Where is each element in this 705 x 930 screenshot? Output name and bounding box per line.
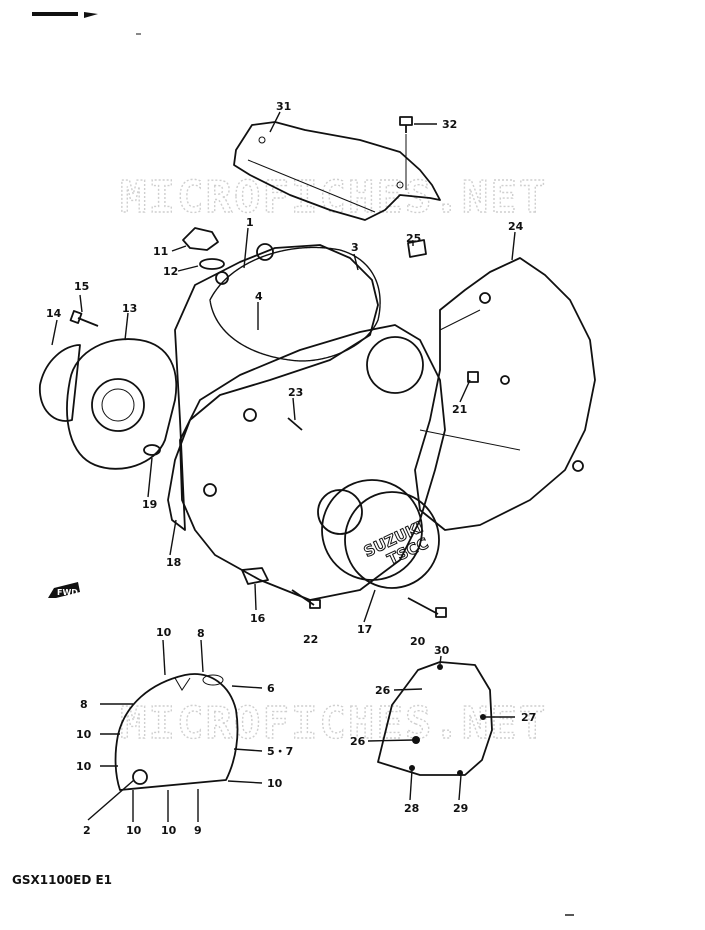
callout-gasket-10-left-a: 10 [76, 728, 92, 741]
part-13-starter-cover [66, 338, 178, 470]
callout-17: 17 [357, 623, 372, 636]
callout-21: 21 [452, 403, 467, 416]
part-22-bolt [291, 589, 321, 609]
part-16-bracket [241, 567, 269, 585]
callout-18: 18 [166, 556, 181, 569]
part-25-dowel [407, 239, 427, 258]
callout-15: 15 [74, 280, 89, 293]
callout-cover-28: 28 [404, 802, 419, 815]
part-31-cover-plate [233, 121, 441, 221]
callout-cover-26-top: 26 [375, 684, 391, 697]
callout-gasket-10-top: 10 [156, 626, 172, 639]
part-2-gasket [114, 673, 239, 791]
callout-cover-27: 27 [521, 711, 536, 724]
model-code-label: GSX1100ED E1 [12, 873, 112, 887]
emblem-plate: SUZUKI TSCC [361, 517, 432, 569]
callout-gasket-10-left-b: 10 [76, 760, 92, 773]
callout-gasket-10-bottom-b: 10 [161, 824, 177, 837]
callout-gasket-10-right: 10 [267, 777, 283, 790]
callout-gasket-8-top: 8 [197, 627, 205, 640]
callout-25: 25 [406, 232, 421, 245]
part-11-filler-cap [182, 227, 219, 251]
callout-gasket-9: 9 [194, 824, 202, 837]
callout-20: 20 [410, 635, 426, 648]
callout-1: 1 [246, 216, 254, 229]
callout-gasket-6: 6 [267, 682, 275, 695]
part-1-crankcase-cover [167, 243, 379, 531]
callout-23: 23 [288, 386, 303, 399]
callout-31: 31 [276, 100, 291, 113]
part-20-bolt [407, 597, 447, 618]
callout-4: 4 [255, 290, 263, 303]
callout-32: 32 [442, 118, 457, 131]
part-21-bolt [467, 371, 479, 383]
callout-cover-29: 29 [453, 802, 468, 815]
callout-gasket-5-7: 5・7 [267, 745, 293, 758]
part-32-bolt [399, 116, 413, 133]
callout-cover-30: 30 [434, 644, 450, 657]
watermark-bottom: MICROFICHES.NET [120, 698, 547, 749]
callout-gasket-2: 2 [83, 824, 91, 837]
part-15-bolt [69, 310, 99, 327]
part-23-bolt [287, 417, 303, 431]
callout-14: 14 [46, 307, 62, 320]
callout-gasket-10-bottom-a: 10 [126, 824, 142, 837]
callout-3: 3 [351, 241, 359, 254]
callouts: 31 32 1 3 11 12 25 24 4 15 13 14 23 21 1… [46, 100, 536, 837]
part-18-generator-cover [179, 324, 446, 601]
corner-marks [32, 12, 574, 916]
callout-11: 11 [153, 245, 168, 258]
callout-gasket-8-left: 8 [80, 698, 88, 711]
forward-arrow-label: FWD [57, 588, 78, 597]
part-14-gasket [39, 344, 81, 422]
callout-22: 22 [303, 633, 318, 646]
callout-12: 12 [163, 265, 178, 278]
callout-19: 19 [142, 498, 157, 511]
forward-arrow-icon: FWD [48, 582, 80, 598]
part-19-dowel [143, 444, 161, 456]
callout-cover-26-mid: 26 [350, 735, 366, 748]
watermark-top: MICROFICHES.NET [120, 172, 547, 223]
part-27-sprocket-cover [377, 661, 493, 776]
part-17-o-ring [344, 491, 440, 589]
part-12-o-ring [199, 258, 225, 270]
callout-16: 16 [250, 612, 266, 625]
callout-24: 24 [508, 220, 524, 233]
leader-lines [51, 111, 516, 822]
part-3-gasket [209, 246, 381, 362]
callout-13: 13 [122, 302, 137, 315]
part-24-side-cover [414, 257, 596, 531]
